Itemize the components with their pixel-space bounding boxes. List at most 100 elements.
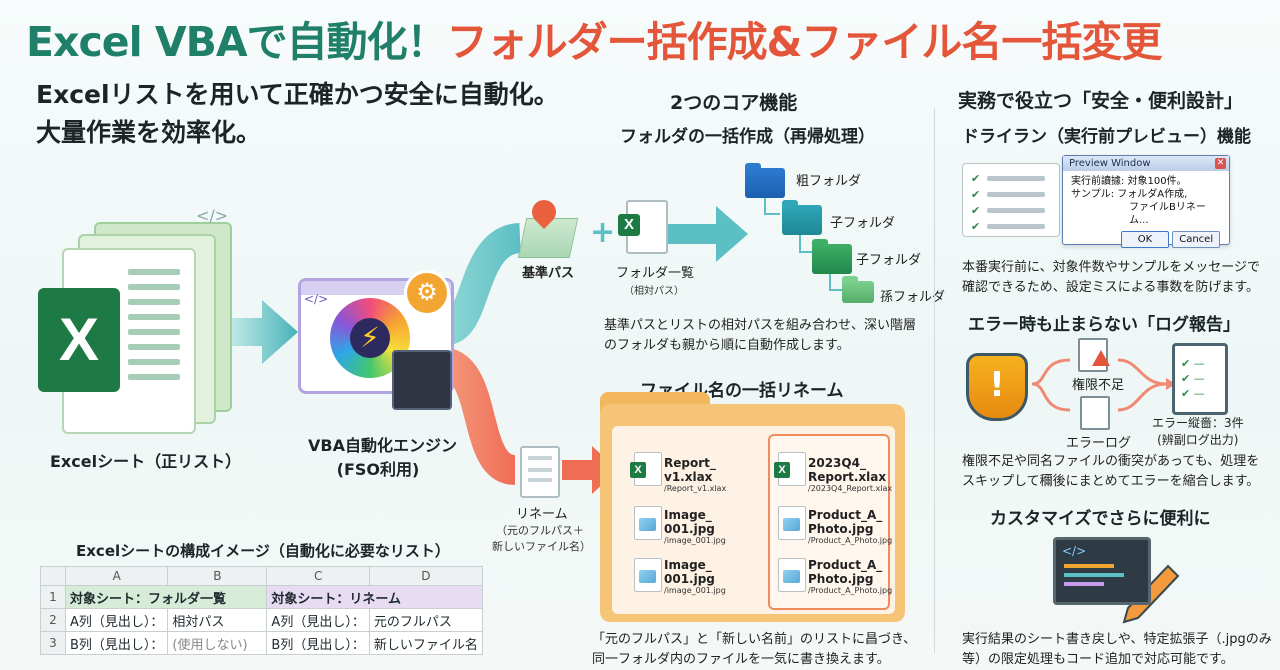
custom-caption: 実行結果のシート書き戻しや、特定拡張子（.jpgのみ 等）の限定処理もコード追加… (962, 630, 1272, 670)
arrow-list-to-folders (666, 206, 748, 262)
preview-window: Preview Window ✕ 実行前讀據: 対象100件。 サンプル: フォ… (1062, 155, 1230, 248)
base-path-label: 基準パス (522, 266, 575, 281)
lead-text: Excelリストを用いて正確かつ安全に自動化。 大量作業を効率化。 (36, 76, 559, 152)
title-part-1: Excel VBAで自動化！ (26, 18, 448, 66)
arrow-sheet-to-engine (232, 300, 298, 364)
code-editor-icon: </> (1053, 537, 1151, 605)
folder-caption-2: のフォルダも親から順に自動作成します。 (604, 338, 850, 353)
rename-list-sub-2: 新しいファイル名） (492, 540, 591, 553)
col-header: B (167, 566, 268, 586)
rename-list-sub: （元のフルパス＋ 新しいファイル名） (492, 522, 591, 554)
rename-caption: 「元のフルパス」と「新しい名前」のリストに昌づき、 同一フォルダ内のファイルを一… (592, 630, 916, 670)
folder-icon-child (782, 200, 822, 235)
new-file-1-name2: Report.xlax (808, 470, 887, 484)
corner-cell (40, 566, 66, 586)
preview-window-title: Preview Window (1069, 158, 1151, 169)
permission-label: 権限不足 (1072, 378, 1125, 393)
arrow-engine-to-rename (437, 347, 518, 485)
error-report-1: エラー縦嗇：3件 (1152, 416, 1244, 430)
table-cell[interactable]: 対象シート：フォルダ一覧 (64, 585, 268, 609)
rename-list-sub-1: （元のフルパス＋ (496, 524, 584, 537)
page-title: Excel VBAで自動化！フォルダー括作成&ファイル名一括変更 (26, 8, 1162, 68)
error-log-label: エラーログ (1066, 436, 1132, 451)
table-row: 1 対象シート：フォルダ一覧 対象シート：リネーム (40, 585, 483, 609)
ok-button[interactable]: OK (1121, 231, 1169, 248)
old-file-1: Report_ v1.xlax /Report_v1.xlax (664, 456, 726, 493)
new-file-3-name1: Product_A_ (808, 558, 883, 572)
folder-icon-grandchild (842, 276, 874, 303)
cancel-button[interactable]: Cancel (1172, 231, 1221, 248)
error-log-doc-icon (1080, 396, 1110, 430)
old-file-icon-1: X (630, 452, 662, 486)
old-file-3-name2: 001.jpg (664, 572, 715, 586)
table-cell[interactable]: 相対パス (167, 608, 268, 632)
tree-connectors (764, 196, 842, 291)
old-file-1-name2: v1.xlax (664, 470, 713, 484)
col-header: C (266, 566, 370, 586)
new-file-2-name2: Photo.jpg (808, 522, 874, 536)
table-cell[interactable]: 元のフルパス (368, 608, 483, 632)
new-file-1: 2023Q4_ Report.xlax /2023Q4_Report.xlax (808, 456, 892, 493)
old-file-1-name1: Report_ (664, 456, 716, 470)
excel-sheet-label: Excelシート（正リスト） (50, 452, 242, 471)
sheet-table: A B C D 1 対象シート：フォルダ一覧 対象シート：リネーム 2 A列（見… (40, 566, 483, 655)
clipboard-icon: ✔ —✔ —✔ — (1172, 343, 1228, 415)
new-file-1-name1: 2023Q4_ (808, 456, 866, 470)
sheet-table-caption: Excelシートの構成イメージ（自動化に必要なリスト） (76, 542, 450, 560)
engine-code-icon: </> (304, 292, 329, 306)
table-cell[interactable]: A列（見出し）： (64, 608, 169, 632)
folder-list-excel-icon: X (618, 214, 640, 236)
dryrun-caption: 本番実行前に、対象件数やサンプルをメッセージで 確認できるため、設定ミスによる事… (962, 258, 1260, 298)
old-file-icon-2 (634, 506, 662, 540)
bolt-icon: ⚡ (350, 318, 390, 358)
folder-list-label: フォルダ一覧 (616, 266, 695, 281)
settings-gear-icon: ⚙ (404, 270, 450, 316)
pencil-icon (1122, 564, 1180, 624)
core-heading: 2つのコア機能 (670, 92, 798, 114)
folder-name-3: 子フォルダ (856, 253, 922, 268)
close-icon[interactable]: ✕ (1215, 158, 1226, 169)
code-glyph: </> (1062, 544, 1087, 558)
table-cell[interactable]: 対象シート：リネーム (266, 585, 483, 609)
error-caption-1: 権限不足や同名ファイルの衝突があっても、処理を (962, 454, 1260, 469)
new-file-2-path: /Product_A_Photo.jpg (808, 536, 893, 545)
rename-list-label: リネーム (516, 507, 568, 522)
old-file-3-name1: Image_ (664, 558, 712, 572)
new-file-1-path: /2023Q4_Report.xlax (808, 484, 893, 493)
custom-caption-2: 等）の限定処理もコード追加で対応可能です。 (962, 652, 1234, 667)
col-header: A (64, 566, 169, 586)
table-cell[interactable]: B列（見出し）： (266, 631, 370, 655)
rename-list-doc (520, 446, 560, 498)
new-file-3-name2: Photo.jpg (808, 572, 874, 586)
row-number: 3 (40, 631, 66, 655)
folder-caption-1: 基準パスとリストの相対パスを組み合わせ、深い階層 (604, 318, 917, 333)
preview-line-1: 実行前讀據: 対象100件。 (1071, 176, 1187, 187)
row-number: 1 (40, 585, 66, 609)
old-file-2: Image_ 001.jpg /image_001.jpg (664, 508, 726, 545)
error-report-2: (辨副ログ出力) (1157, 433, 1239, 447)
rename-caption-1: 「元のフルパス」と「新しい名前」のリストに昌づき、 (592, 632, 917, 647)
table-cell[interactable]: (使用しない) (167, 631, 268, 655)
preview-line-3: ファイルBリネーム... (1129, 202, 1206, 226)
engine-label: VBA自動化エンジン (FSO利用) (308, 432, 457, 480)
excel-icon: X (38, 288, 120, 392)
old-file-2-name2: 001.jpg (664, 522, 715, 536)
old-file-1-path: /Report_v1.xlax (664, 484, 727, 493)
new-file-icon-2 (778, 506, 806, 540)
col-header: D (368, 566, 483, 586)
column-divider (934, 108, 935, 653)
new-file-3-path: /Product_A_Photo.jpg (808, 586, 893, 595)
table-cell[interactable]: 新しいファイル名 (368, 631, 483, 655)
checklist-card: ✔ ✔ ✔ ✔ (962, 163, 1060, 237)
table-cell[interactable]: A列（見出し）： (266, 608, 370, 632)
old-file-2-name1: Image_ (664, 508, 712, 522)
custom-heading: カスタマイズでさらに便利に (990, 509, 1211, 529)
table-cell[interactable]: B列（見出し）： (64, 631, 169, 655)
lead-line-2: 大量作業を効率化。 (36, 118, 262, 147)
folder-name-1: 粗フォルダ (796, 174, 862, 189)
practical-heading: 実務で役立つ「安全・便利設計」 (958, 90, 1244, 112)
error-branch-arrows (1031, 358, 1167, 412)
preview-window-titlebar: Preview Window ✕ (1063, 156, 1229, 171)
new-file-3: Product_A_ Photo.jpg /Product_A_Photo.jp… (808, 558, 892, 595)
